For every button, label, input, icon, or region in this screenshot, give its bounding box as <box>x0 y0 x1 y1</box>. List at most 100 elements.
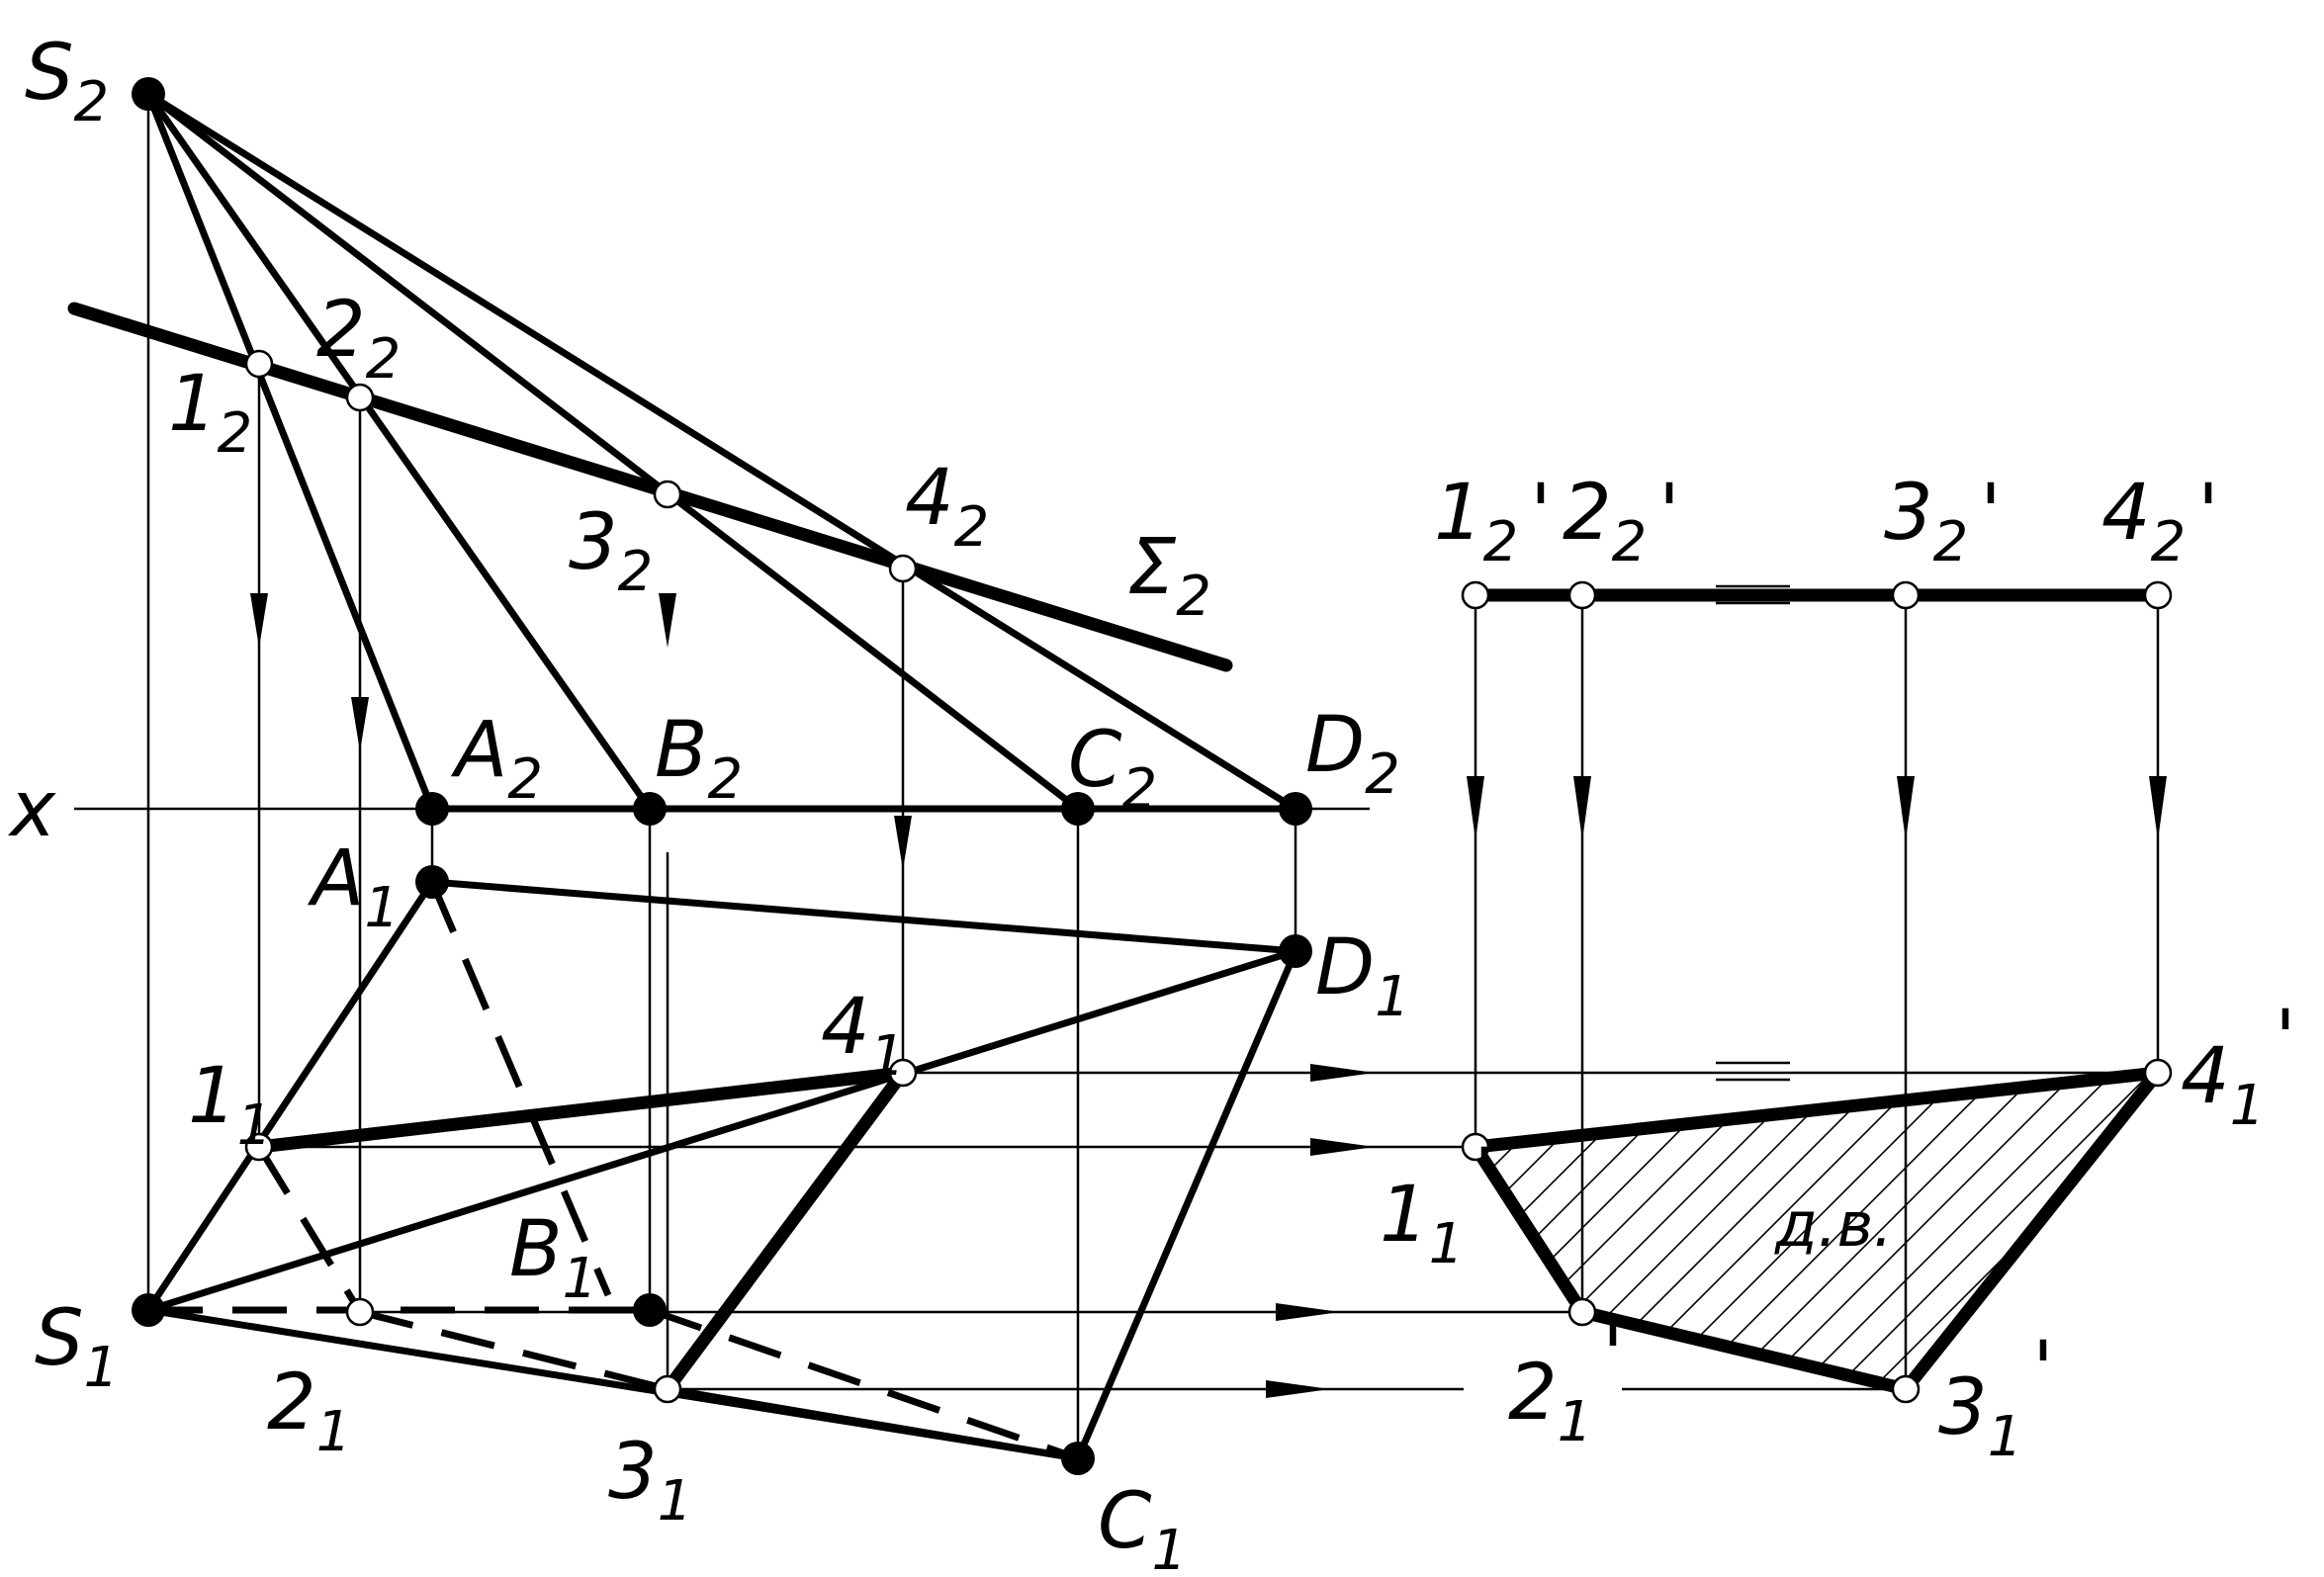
hatch-line <box>1589 1073 2086 1389</box>
label-3-2: 32 <box>569 498 653 604</box>
label-c2: C2 <box>1068 716 1157 822</box>
arrow-right-4 <box>1310 1064 1375 1082</box>
label-sigma-2: Σ2 <box>1127 523 1211 629</box>
point-q2-2 <box>1567 580 1597 610</box>
hatch-line <box>1475 1073 1560 1389</box>
thin-lines <box>74 94 2160 1458</box>
point-q2-1 <box>1567 1297 1597 1327</box>
label-x-axis: x <box>7 765 56 854</box>
point-d1 <box>1279 934 1312 968</box>
point-q3-1 <box>1891 1374 1921 1404</box>
point-a1 <box>415 865 449 899</box>
point-b2 <box>633 792 667 826</box>
hidden-a1-c1 <box>428 880 612 1297</box>
arrow-down-q4 <box>2149 776 2167 840</box>
point-q1-1 <box>1461 1132 1490 1162</box>
point-2-1 <box>345 1297 375 1327</box>
arrow-right-2 <box>1276 1303 1340 1321</box>
edge-s2-a2 <box>144 90 436 813</box>
label-q4-2: 42' <box>2101 469 2219 574</box>
point-s2 <box>132 77 165 111</box>
hatch-line <box>1852 1073 2158 1389</box>
true-size-4-3 <box>1899 1066 2165 1396</box>
label-d1: D1 <box>1315 923 1410 1029</box>
arrow-down-q3 <box>1897 776 1915 840</box>
arrow-down-q2 <box>1573 776 1591 840</box>
labels: x Σ2 S2 S1 A2 B2 C2 D2 A1 B1 C1 D1 12 22… <box>7 29 2296 1577</box>
label-1-1: 11 <box>188 1052 272 1158</box>
label-d2: D2 <box>1305 701 1400 807</box>
true-size-2-1 <box>1469 1140 1589 1319</box>
hatch-line <box>1475 1073 1898 1389</box>
label-b2: B2 <box>655 706 743 812</box>
edge-a1-d1 <box>428 878 1299 955</box>
point-2-2 <box>345 383 375 412</box>
point-4-2 <box>888 554 918 583</box>
point-c1 <box>1061 1442 1095 1475</box>
point-q1-2 <box>1461 580 1490 610</box>
hidden-2-1-3-1 <box>359 1308 669 1393</box>
label-1-2: 12 <box>168 360 252 466</box>
point-1-2 <box>244 349 274 379</box>
hatch-line <box>1627 1073 2123 1389</box>
true-size-3-2 <box>1575 1305 1913 1396</box>
arrows <box>250 593 2167 1398</box>
point-b1 <box>633 1293 667 1327</box>
hatch-line <box>1475 1073 1747 1389</box>
label-s1: S1 <box>35 1294 119 1400</box>
point-q4-2 <box>2143 580 2173 610</box>
edge-3-1-c1 <box>664 1385 1082 1462</box>
label-b1: B1 <box>509 1205 597 1311</box>
arrow-right-3 <box>1266 1380 1330 1398</box>
label-2-2: 22 <box>316 286 401 392</box>
medium-lines <box>144 90 1299 1462</box>
hatch-line <box>1475 1073 1935 1389</box>
hatch-line <box>1740 1073 2158 1389</box>
arrow-down-q1 <box>1467 776 1484 840</box>
arrow-down-2 <box>351 697 369 751</box>
edge-s1-a1 <box>144 878 436 1314</box>
label-q2-1: 21' <box>1508 1311 1624 1454</box>
point-4-1 <box>888 1058 918 1088</box>
hidden-b1-c1 <box>648 1306 1080 1462</box>
edge-c1-d1 <box>1074 947 1299 1462</box>
hatch-line <box>1476 1073 1973 1389</box>
point-q4-1 <box>2143 1058 2173 1088</box>
point-a2 <box>415 792 449 826</box>
hatch-line <box>2153 1073 2158 1389</box>
section-4-1-3-1 <box>661 1066 910 1396</box>
label-3-1: 31 <box>608 1428 692 1533</box>
label-4-1: 41 <box>821 983 905 1089</box>
label-q3-2: 32' <box>1884 469 2002 574</box>
arrow-down-1 <box>250 593 268 648</box>
label-c1: C1 <box>1098 1477 1187 1577</box>
label-q2-2: 22' <box>1563 469 1680 574</box>
label-q3-1: 31' <box>1938 1326 2054 1469</box>
label-a1: A1 <box>307 834 400 940</box>
label-s2: S2 <box>25 29 109 134</box>
point-d2 <box>1279 792 1312 826</box>
label-q1-1: 11' <box>1380 1133 1495 1276</box>
edge-s2-d2-a <box>144 90 1299 813</box>
label-4-2: 42 <box>905 454 989 560</box>
edge-s1-d1 <box>144 947 1299 1314</box>
edge-s2-b2 <box>144 90 654 813</box>
point-3-2 <box>653 480 682 509</box>
arrow-down-4 <box>894 816 912 870</box>
section-1-1-4-1 <box>252 1066 910 1154</box>
hatch-line <box>1702 1073 2158 1389</box>
edge-s2-c2 <box>144 90 1082 813</box>
hatch-line <box>1514 1073 2011 1389</box>
point-1-1 <box>244 1132 274 1162</box>
true-size-1-4 <box>1469 1066 2165 1154</box>
points <box>132 77 2173 1475</box>
label-true-size: д.в. <box>1774 1188 1893 1261</box>
label-a2: A2 <box>450 706 543 812</box>
hatch-line <box>1475 1073 1860 1389</box>
point-s1 <box>132 1293 165 1327</box>
label-q1-2: 12' <box>1434 469 1552 574</box>
arrow-right-1 <box>1310 1138 1375 1156</box>
arrow-down-3 <box>659 593 676 648</box>
hatch-line <box>1552 1073 2048 1389</box>
